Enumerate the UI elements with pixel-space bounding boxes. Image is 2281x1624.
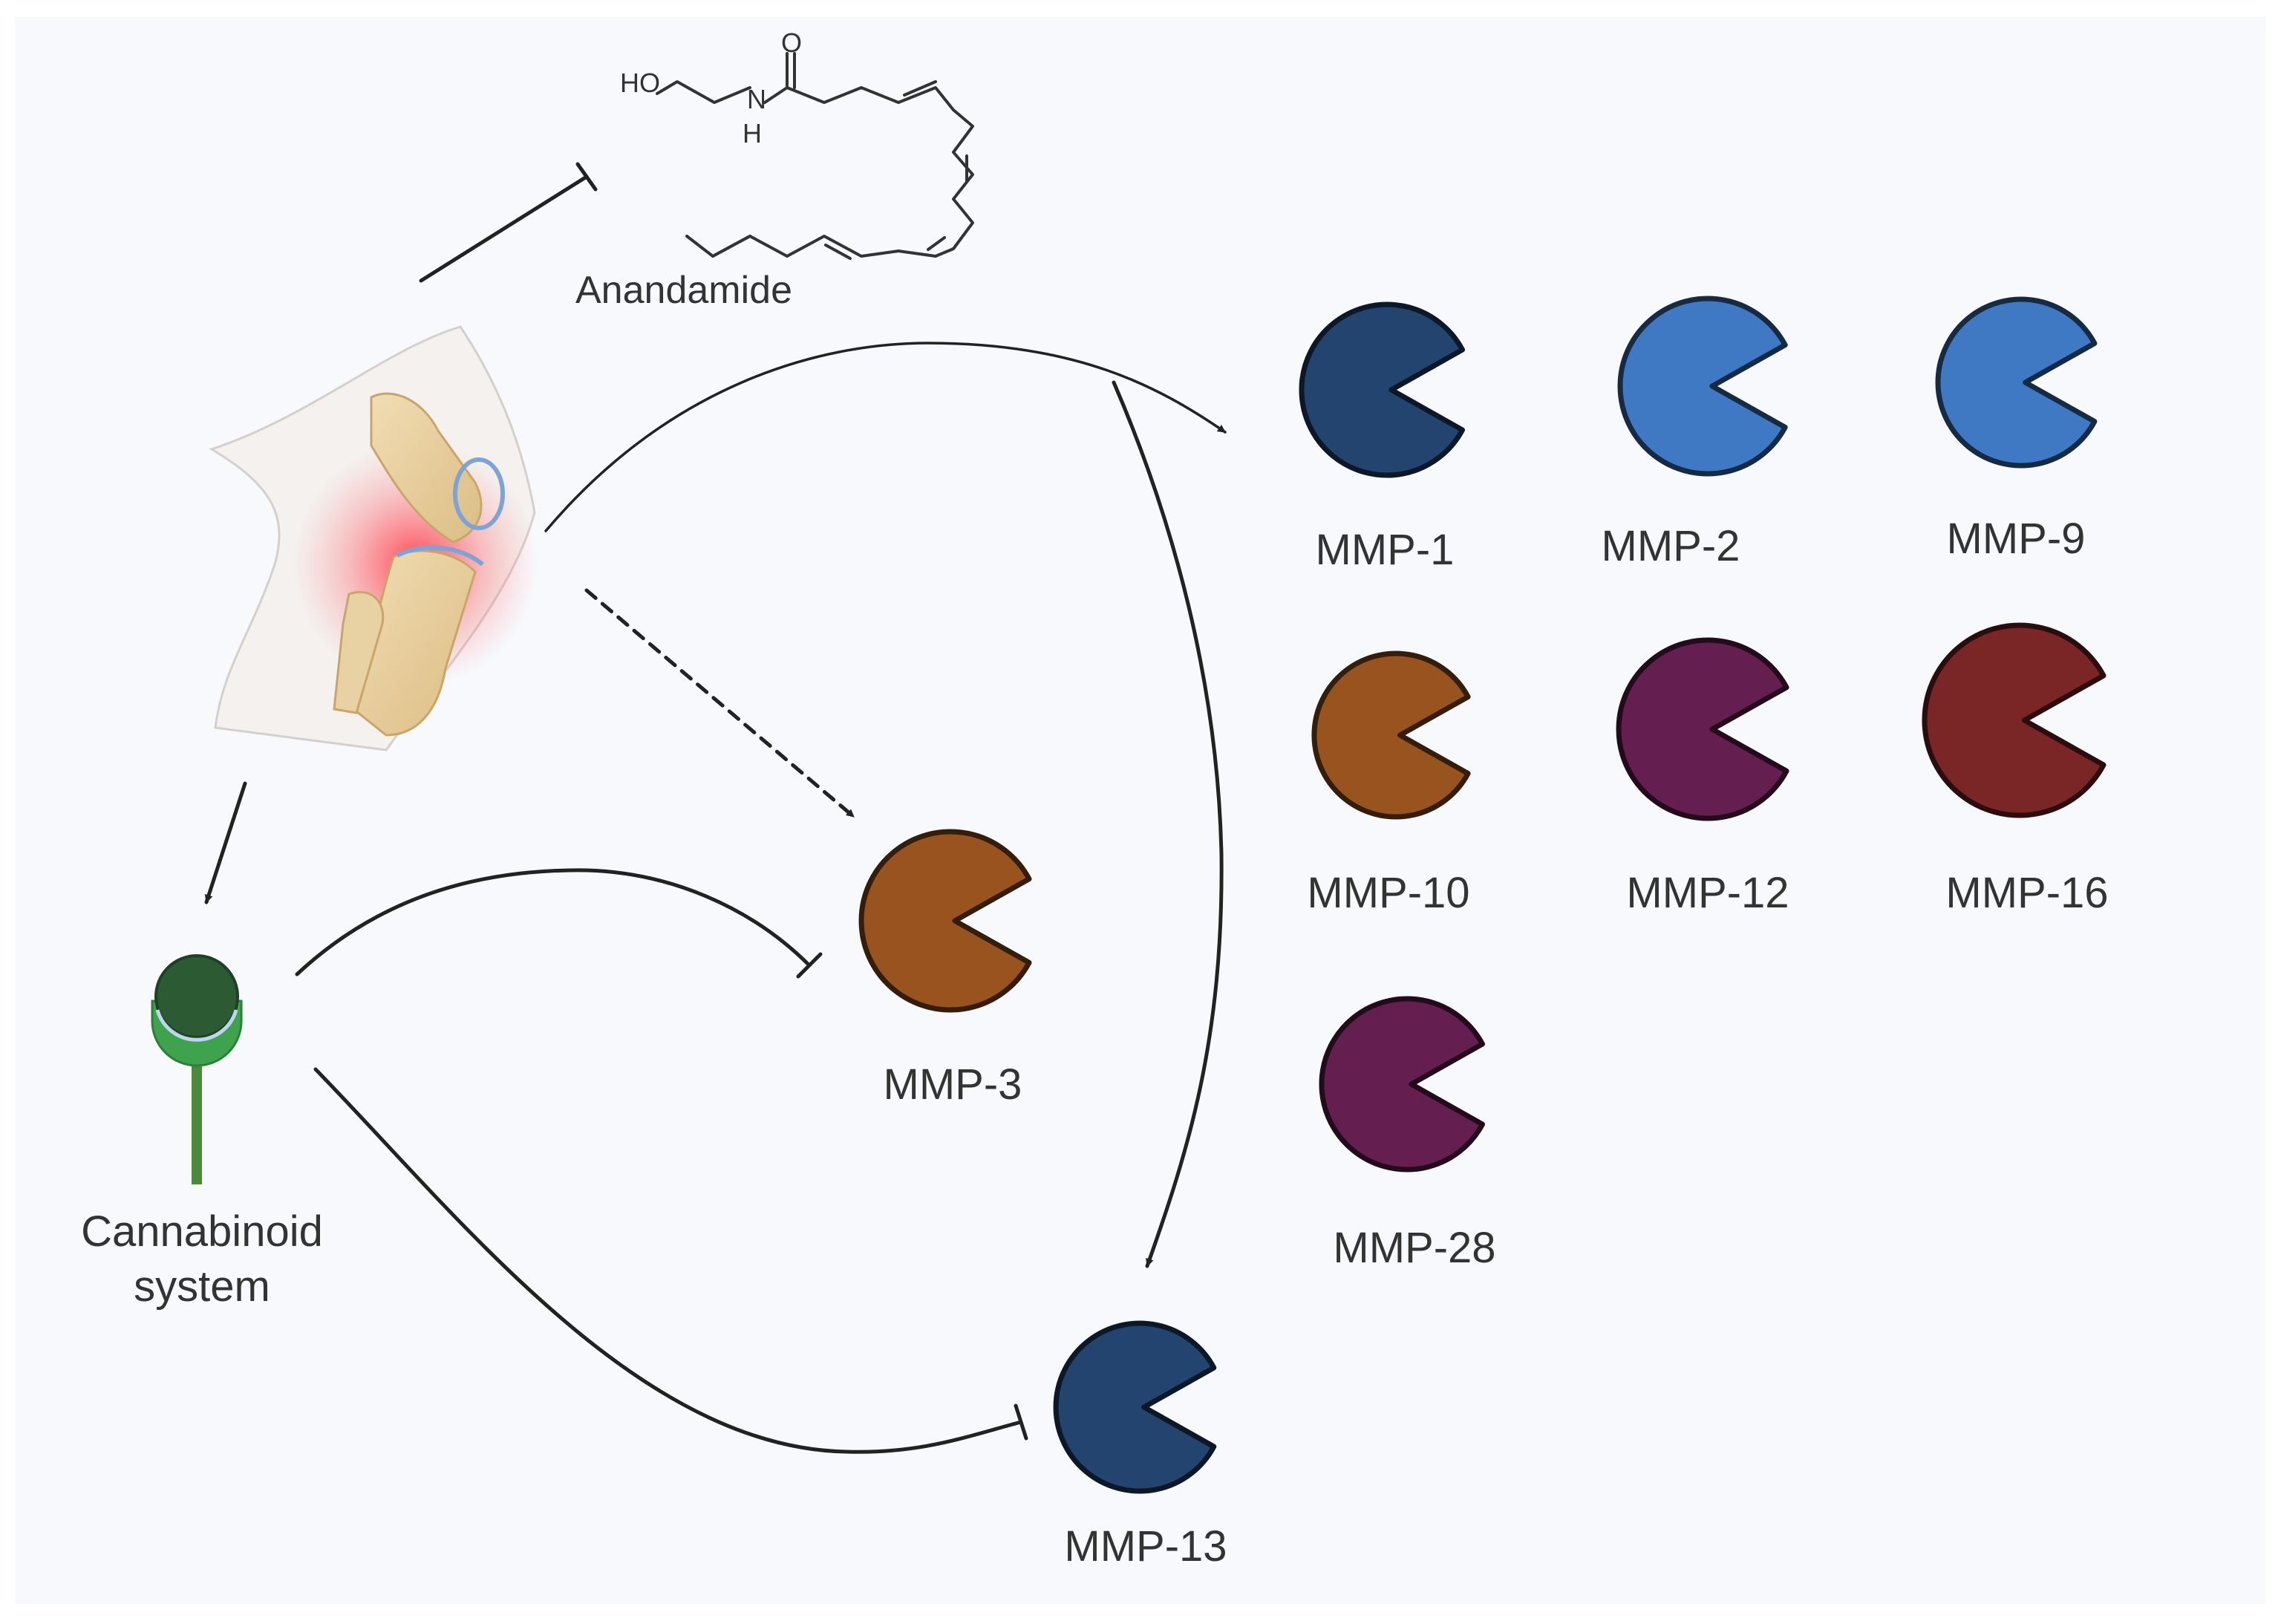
mmp-10-shape <box>1311 650 1471 820</box>
mmp-28-enzyme: MMP-28 <box>1319 996 1496 1272</box>
ligand-highlight <box>155 1009 238 1042</box>
mmp-3-shape <box>858 829 1032 1013</box>
mmp-16-shape <box>1922 622 2107 818</box>
anandamide-structure <box>656 52 974 260</box>
mmp-28-shape <box>1319 996 1485 1173</box>
cis-double-bond-3 <box>927 236 946 251</box>
amide-hydrogen-label: H <box>743 118 762 149</box>
mmp-2-label: MMP-2 <box>1602 522 1740 570</box>
mmp-9-shape <box>1935 296 2098 469</box>
mmp-13-enzyme: MMP-13 <box>1053 1320 1227 1571</box>
cannabinoid-label-line2: system <box>134 1262 270 1311</box>
edge-mmp-group-to-mmp13 <box>1112 380 1224 1268</box>
edge-knee-dashed-to-mmp3 <box>584 588 856 819</box>
cis-double-bond-1 <box>903 80 937 97</box>
meniscus <box>396 545 484 567</box>
mmp-16-enzyme: MMP-16 <box>1922 622 2109 917</box>
ligand-sphere <box>154 954 239 1039</box>
carbonyl-oxygen-label: O <box>781 27 802 58</box>
inhibition-bar-anandamide <box>575 162 598 192</box>
anandamide-chain-upper <box>763 86 974 258</box>
mmp-13-label: MMP-13 <box>1064 1522 1227 1571</box>
anandamide-label: Anandamide <box>575 269 792 312</box>
mmp-3-enzyme: MMP-3 <box>858 829 1032 1109</box>
mmp-1-shape <box>1299 301 1465 478</box>
mmp-1-enzyme: MMP-1 <box>1299 301 1465 574</box>
inhibition-bar-mmp13 <box>1014 1403 1028 1441</box>
cis-double-bond-4 <box>824 244 852 260</box>
mmp-13-shape <box>1053 1320 1217 1494</box>
mmp-10-label: MMP-10 <box>1307 869 1469 917</box>
mmp-1-label: MMP-1 <box>1316 526 1455 574</box>
inflamed-knee-joint-icon <box>209 325 538 751</box>
fibula-bone <box>333 590 385 714</box>
mmp-2-enzyme: MMP-2 <box>1602 296 1788 570</box>
nitrogen-label: N <box>747 84 766 114</box>
cannabinoid-receptor-icon <box>151 954 243 1184</box>
edge-knee-inhibits-anandamide <box>419 175 589 283</box>
edge-knee-activates-mmp-group <box>544 342 1227 532</box>
mmp-12-label: MMP-12 <box>1626 869 1789 917</box>
mmp-10-enzyme: MMP-10 <box>1307 650 1471 917</box>
mmp-9-enzyme: MMP-9 <box>1935 296 2098 563</box>
mmp-16-label: MMP-16 <box>1945 869 2108 917</box>
alkyl-tail <box>711 235 751 258</box>
edge-cannabinoid-inhibits-mmp13 <box>313 1067 1023 1454</box>
anandamide-ethanolamine-bond <box>656 80 751 104</box>
mmp-2-shape <box>1617 296 1788 477</box>
anandamide-atom-labels: HO N H O <box>620 27 802 149</box>
cannabinoid-label-line1: Cannabinoid <box>81 1207 323 1256</box>
hydroxyl-label: HO <box>620 68 660 98</box>
edge-cannabinoid-inhibits-mmp3 <box>295 868 812 976</box>
mmp-28-label: MMP-28 <box>1333 1224 1495 1272</box>
mmp-3-label: MMP-3 <box>884 1060 1022 1109</box>
mmp-12-enzyme: MMP-12 <box>1616 637 1789 917</box>
edge-knee-to-cannabinoid <box>204 781 247 904</box>
inhibition-bar-mmp3 <box>796 952 823 979</box>
patella-cartilage <box>453 457 505 530</box>
mmp-12-shape <box>1616 637 1789 821</box>
relation-edges: MMP-3 (dashed) --> <box>204 162 1227 1454</box>
mmp-9-label: MMP-9 <box>1947 515 2086 563</box>
